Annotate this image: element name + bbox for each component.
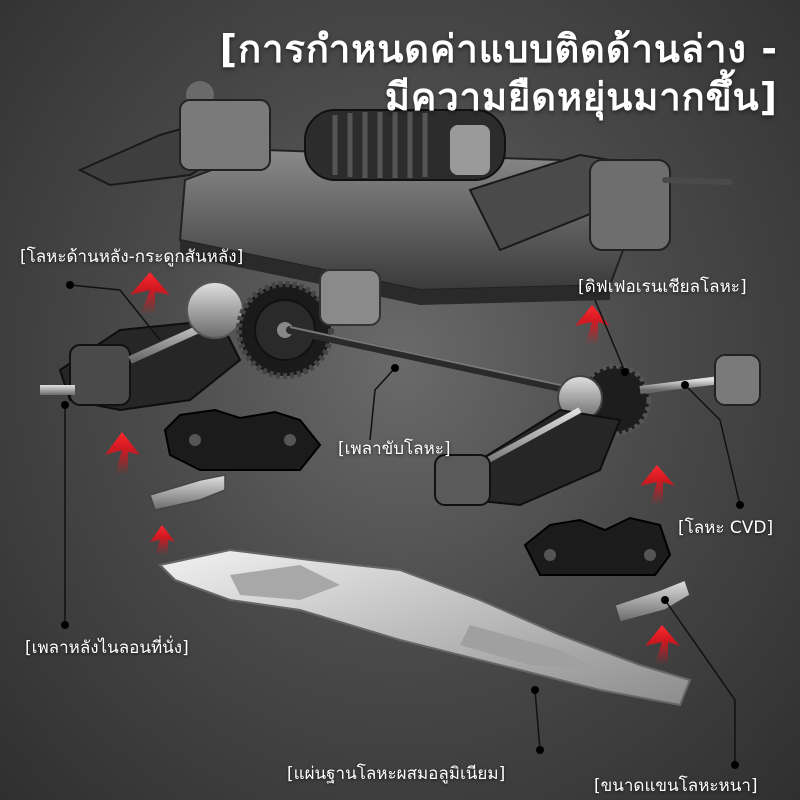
headline-line-1: [การกำหนดค่าแบบติดด้านล่าง - (219, 27, 778, 71)
headline-line-2: มีความยืดหยุ่นมากขึ้น] (384, 75, 778, 119)
rear-arm-bracket (149, 474, 226, 511)
label-cvd-metal: [โลหะ CVD] (678, 518, 774, 538)
label-rear-axle-nylon-seat: [เพลาหลังไนลอนที่นั่ง] (25, 638, 189, 658)
label-metal-differential: [ดิฟเฟอเรนเชียลโลหะ] (578, 277, 747, 297)
front-gearbox-mount (523, 516, 672, 576)
drive-shaft (286, 326, 574, 394)
aluminum-base-plate (157, 548, 692, 707)
label-aluminum-base-plate: [แผ่นฐานโลหะผสมอลูมิเนียม] (287, 764, 506, 784)
spur-gear (236, 269, 381, 379)
upward-arrows (105, 272, 680, 665)
upper-chassis (77, 81, 733, 305)
thick-metal-arm-part (614, 579, 691, 623)
label-metal-drive-shaft: [เพลาขับโลหะ] (338, 439, 451, 459)
front-axle-assembly (434, 354, 761, 507)
drive-shaft-highlight (289, 326, 571, 388)
label-rear-metal-spine: [โลหะด้านหลัง-กระดูกสันหลัง] (20, 247, 244, 267)
rear-axle-assembly (40, 281, 244, 412)
label-thick-metal-arm: [ขนาดแขนโลหะหนา] (594, 776, 758, 796)
callout-lines (64, 284, 741, 765)
rear-gearbox-mount (163, 408, 322, 471)
callout-dots (61, 281, 744, 769)
